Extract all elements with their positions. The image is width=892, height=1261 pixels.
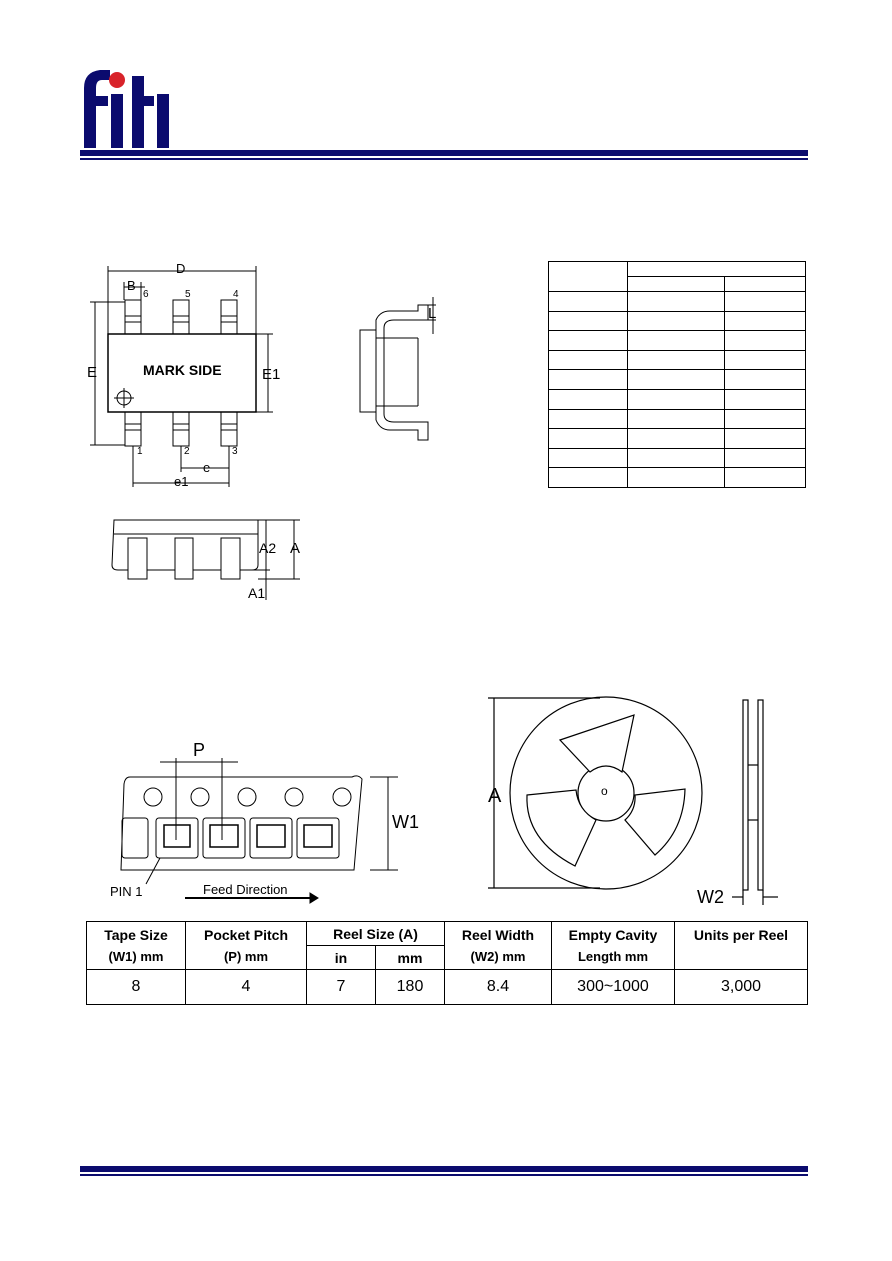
header-tape-size: Tape Size (W1) mm: [86, 921, 186, 970]
carrier-tape-drawing: [120, 758, 398, 904]
fiti-logo-icon: [84, 70, 169, 148]
package-outline-drawing: [90, 266, 436, 600]
header-units-per-reel: Units per Reel: [674, 921, 808, 970]
dim-label-reel-A: A: [488, 785, 502, 807]
table-row: [548, 388, 806, 410]
value-tape-size: 8: [86, 969, 186, 1005]
pin-number-3: 3: [232, 446, 238, 457]
header-empty-cavity: Empty Cavity Length mm: [551, 921, 675, 970]
dim-label-W1: W1: [392, 812, 419, 832]
header-rule: [80, 150, 808, 160]
dim-label-D: D: [176, 261, 186, 276]
table-row: 8 4 7 180 8.4 300~1000 3,000: [86, 969, 808, 1005]
pin-number-4: 4: [233, 289, 239, 300]
dim-label-E: E: [87, 364, 98, 381]
pin-number-6: 6: [143, 289, 149, 300]
dimension-table-header-cell: [548, 261, 628, 292]
dim-label-L: L: [428, 305, 437, 322]
dimension-table-header-cell: [627, 261, 806, 277]
dim-label-B: B: [127, 278, 136, 293]
header-pocket-pitch: Pocket Pitch (P) mm: [185, 921, 307, 970]
table-row: [548, 369, 806, 390]
dim-label-A: A: [290, 540, 301, 557]
value-units-per-reel: 3,000: [674, 969, 808, 1005]
feed-direction-label: Feed Direction: [203, 882, 288, 897]
header-reel-in: in: [306, 945, 376, 970]
table-row: [548, 291, 806, 312]
header-reel-size: Reel Size (A): [306, 921, 445, 946]
table-row: [548, 310, 806, 332]
table-row: [548, 447, 806, 469]
value-reel-width: 8.4: [444, 969, 552, 1005]
value-reel-in: 7: [306, 969, 376, 1005]
dim-label-e1: e1: [174, 474, 189, 489]
pin-number-1: 1: [137, 446, 143, 457]
reel-drawing: [488, 696, 778, 905]
dimension-table: [548, 261, 806, 488]
value-reel-mm: 180: [375, 969, 445, 1005]
dim-label-E1: E1: [262, 366, 281, 383]
table-row: [548, 349, 806, 371]
dim-label-A1: A1: [248, 585, 266, 601]
dimension-table-header-cell: [724, 276, 806, 292]
pin1-label: PIN 1: [110, 884, 143, 899]
packaging-spec-table: Tape Size (W1) mm Pocket Pitch (P) mm Re…: [86, 921, 808, 1005]
table-row: [548, 467, 806, 488]
hub-label: o: [601, 784, 608, 798]
header-reel-width: Reel Width (W2) mm: [444, 921, 552, 970]
table-row: [548, 408, 806, 430]
header-reel-mm: mm: [375, 945, 445, 970]
dim-label-W2: W2: [697, 887, 724, 907]
dim-label-A2: A2: [259, 540, 277, 556]
value-pocket-pitch: 4: [185, 969, 307, 1005]
mark-side-label: MARK SIDE: [143, 362, 222, 378]
value-empty-cavity: 300~1000: [551, 969, 675, 1005]
table-row: [548, 330, 806, 351]
company-logo: [80, 66, 170, 148]
dim-label-e: e: [203, 460, 211, 475]
pin-number-2: 2: [184, 446, 190, 457]
dimension-table-header-cell: [627, 276, 725, 292]
pin-number-5: 5: [185, 289, 191, 300]
dim-label-P: P: [193, 740, 206, 760]
footer-rule: [80, 1166, 808, 1176]
table-row: [548, 428, 806, 449]
